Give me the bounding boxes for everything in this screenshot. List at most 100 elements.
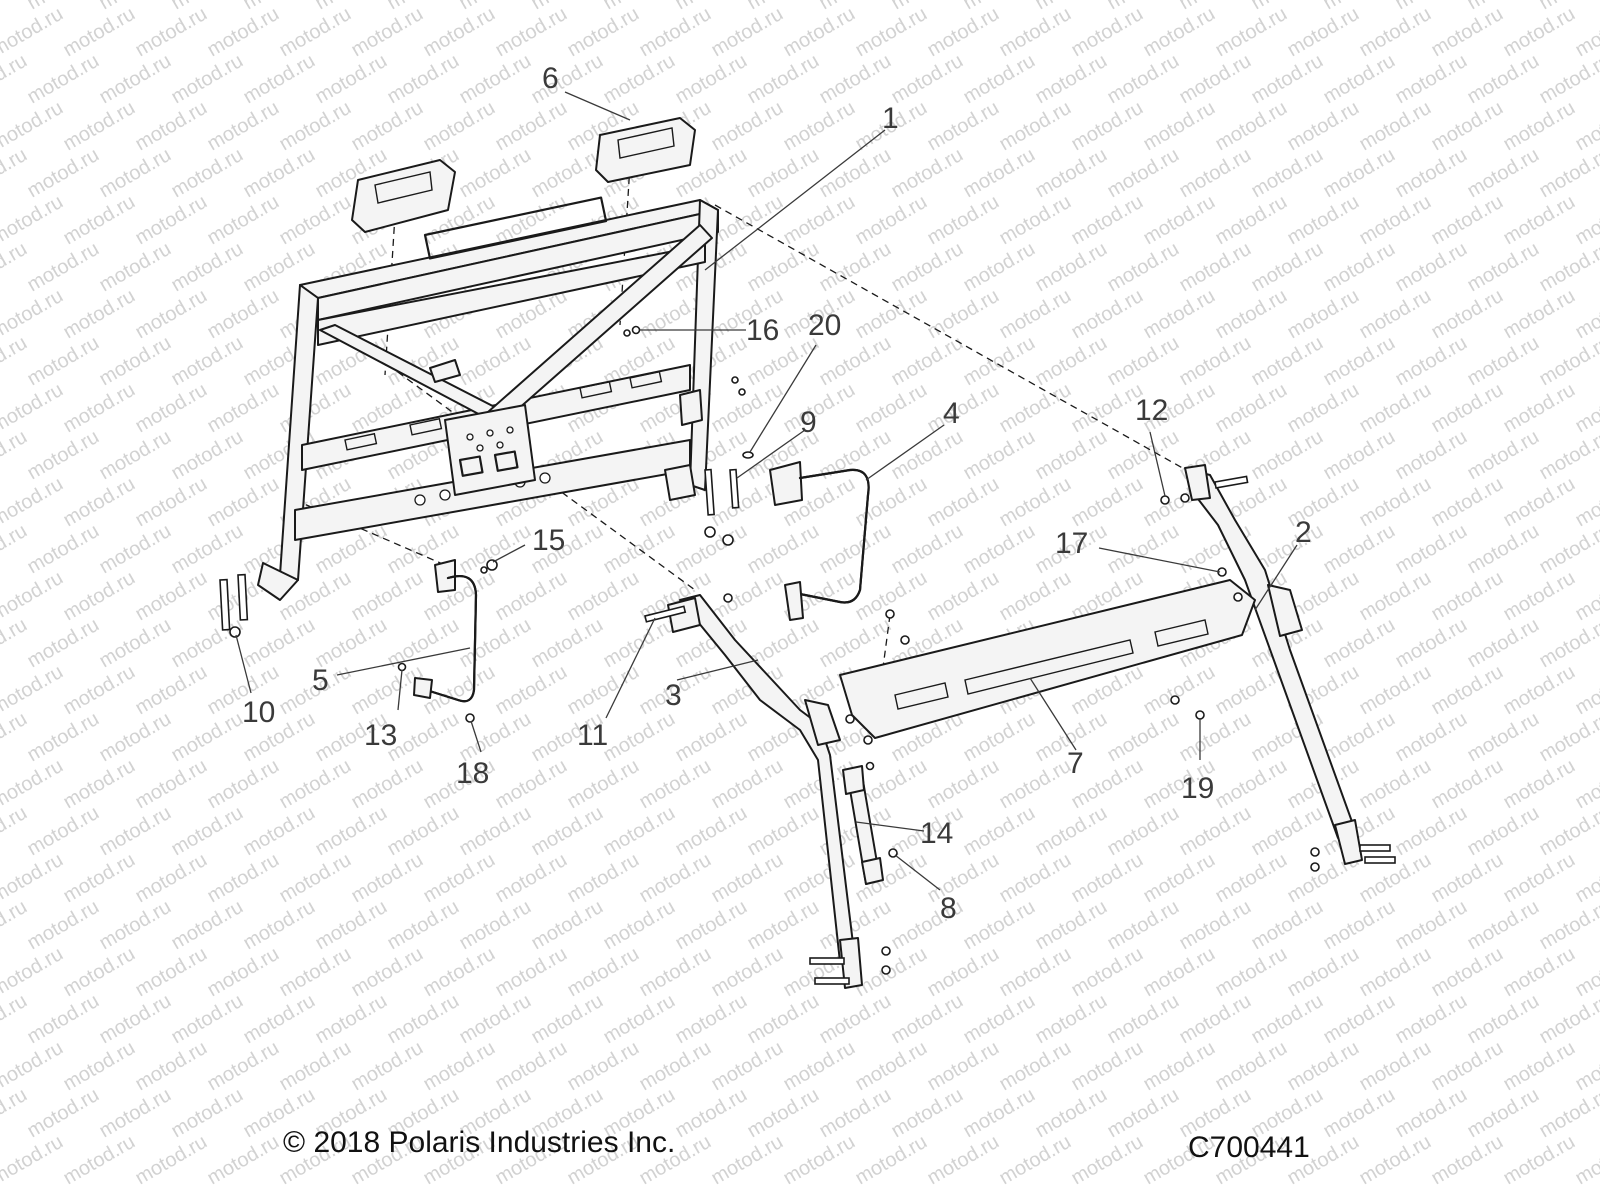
watermark-text: motod.ru xyxy=(1104,708,1183,767)
watermark-text: motod.ru xyxy=(636,755,715,814)
watermark-text: motod.ru xyxy=(1500,661,1579,720)
watermark-text: motod.ru xyxy=(276,3,355,62)
watermark-text: motod.ru xyxy=(312,0,391,14)
watermark-text: motod.ru xyxy=(276,379,355,438)
watermark-text: motod.ru xyxy=(1356,97,1435,156)
watermark-text: motod.ru xyxy=(528,144,607,203)
callout-14: 14 xyxy=(920,817,953,850)
watermark-text: motod.ru xyxy=(1320,1084,1399,1143)
watermark-text: motod.ru xyxy=(24,1084,103,1143)
watermark-text: motod.ru xyxy=(1032,802,1111,861)
callout-1: 1 xyxy=(882,102,899,135)
watermark-text: motod.ru xyxy=(240,144,319,203)
watermark-text: motod.ru xyxy=(528,990,607,1049)
watermark-text: motod.ru xyxy=(852,379,931,438)
watermark-text: motod.ru xyxy=(636,943,715,1002)
watermark-text: motod.ru xyxy=(816,238,895,297)
watermark-text: motod.ru xyxy=(1284,379,1363,438)
watermark-text: motod.ru xyxy=(1176,0,1255,14)
watermark-text: motod.ru xyxy=(1320,520,1399,579)
watermark-text: motod.ru xyxy=(24,238,103,297)
watermark-text: motod.ru xyxy=(1572,191,1600,250)
watermark-text: motod.ru xyxy=(1464,50,1543,109)
watermark-text: motod.ru xyxy=(996,473,1075,532)
watermark-text: motod.ru xyxy=(744,520,823,579)
watermark-text: motod.ru xyxy=(1356,473,1435,532)
watermark-text: motod.ru xyxy=(996,943,1075,1002)
watermark-text: motod.ru xyxy=(816,0,895,14)
watermark-text: motod.ru xyxy=(1500,97,1579,156)
watermark-text: motod.ru xyxy=(60,755,139,814)
watermark-text: motod.ru xyxy=(1392,0,1471,14)
watermark-text: motod.ru xyxy=(132,943,211,1002)
watermark-text: motod.ru xyxy=(1500,191,1579,250)
copyright-notice: © 2018 Polaris Industries Inc. xyxy=(283,1126,675,1159)
watermark-text: motod.ru xyxy=(1104,50,1183,109)
watermark-text: motod.ru xyxy=(1572,97,1600,156)
watermark-text: motod.ru xyxy=(996,379,1075,438)
watermark-text: motod.ru xyxy=(24,520,103,579)
watermark-text: motod.ru xyxy=(1392,614,1471,673)
watermark-text: motod.ru xyxy=(924,1131,1003,1190)
watermark-text: motod.ru xyxy=(1320,50,1399,109)
watermark-text: motod.ru xyxy=(996,1037,1075,1096)
watermark-text: motod.ru xyxy=(1572,1131,1600,1190)
watermark-text: motod.ru xyxy=(1068,1037,1147,1096)
callout-11: 11 xyxy=(577,719,608,752)
watermark-text: motod.ru xyxy=(384,50,463,109)
watermark-text: motod.ru xyxy=(420,1037,499,1096)
watermark-text: motod.ru xyxy=(24,50,103,109)
watermark-text: motod.ru xyxy=(168,0,247,14)
watermark-text: motod.ru xyxy=(672,50,751,109)
watermark-text: motod.ru xyxy=(1284,97,1363,156)
watermark-text: motod.ru xyxy=(312,50,391,109)
watermark-text: motod.ru xyxy=(600,614,679,673)
watermark-text: motod.ru xyxy=(1392,50,1471,109)
watermark-text: motod.ru xyxy=(492,943,571,1002)
watermark-text: motod.ru xyxy=(1068,3,1147,62)
watermark-text: motod.ru xyxy=(924,1037,1003,1096)
watermark-text: motod.ru xyxy=(960,0,1039,14)
watermark-text: motod.ru xyxy=(1248,990,1327,1049)
watermark-text: motod.ru xyxy=(168,708,247,767)
watermark-text: motod.ru xyxy=(1104,1084,1183,1143)
watermark-text: motod.ru xyxy=(1104,332,1183,391)
watermark-text: motod.ru xyxy=(1572,285,1600,344)
watermark-text: motod.ru xyxy=(384,0,463,14)
watermark-text: motod.ru xyxy=(744,0,823,14)
watermark-text: motod.ru xyxy=(1428,567,1507,626)
watermark-text: motod.ru xyxy=(744,896,823,955)
watermark-text: motod.ru xyxy=(204,943,283,1002)
watermark-text: motod.ru xyxy=(456,144,535,203)
watermark-text: motod.ru xyxy=(96,0,175,14)
watermark-text: motod.ru xyxy=(960,802,1039,861)
watermark-text: motod.ru xyxy=(24,144,103,203)
watermark-text: motod.ru xyxy=(492,661,571,720)
watermark-text: motod.ru xyxy=(1248,426,1327,485)
watermark-text: motod.ru xyxy=(960,520,1039,579)
watermark-text: motod.ru xyxy=(672,990,751,1049)
watermark-text: motod.ru xyxy=(780,379,859,438)
watermark-text: motod.ru xyxy=(132,661,211,720)
watermark-text: motod.ru xyxy=(60,1037,139,1096)
watermark-text: motod.ru xyxy=(672,1084,751,1143)
watermark-text: motod.ru xyxy=(564,567,643,626)
watermark-text: motod.ru xyxy=(492,97,571,156)
watermark-text: motod.ru xyxy=(1428,849,1507,908)
watermark-text: motod.ru xyxy=(96,332,175,391)
watermark-text: motod.ru xyxy=(132,849,211,908)
watermark-text: motod.ru xyxy=(672,0,751,14)
callout-16: 16 xyxy=(746,314,779,347)
watermark-text: motod.ru xyxy=(1176,990,1255,1049)
watermark-text: motod.ru xyxy=(348,849,427,908)
watermark-text: motod.ru xyxy=(1032,0,1111,14)
watermark-text: motod.ru xyxy=(204,191,283,250)
watermark-text: motod.ru xyxy=(1572,661,1600,720)
watermark-text: motod.ru xyxy=(384,990,463,1049)
callout-18: 18 xyxy=(456,757,489,790)
watermark-text: motod.ru xyxy=(708,1037,787,1096)
watermark-text: motod.ru xyxy=(744,1084,823,1143)
watermark-text: motod.ru xyxy=(708,849,787,908)
watermark-text: motod.ru xyxy=(0,238,31,297)
watermark-text: motod.ru xyxy=(60,97,139,156)
